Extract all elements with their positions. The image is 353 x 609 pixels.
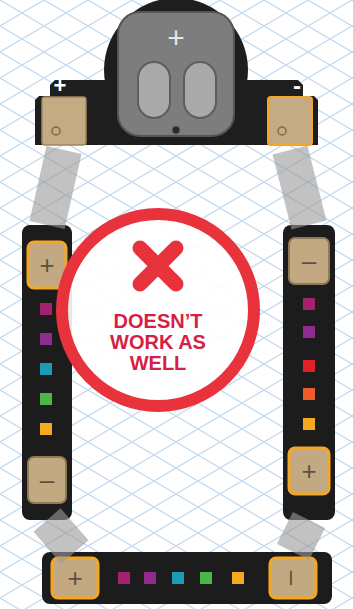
conductive-tape	[290, 150, 309, 225]
conductive-tape	[47, 520, 75, 552]
led-strip: +–	[42, 552, 332, 604]
led-strip: +–	[22, 225, 72, 520]
warning-circle	[62, 214, 254, 406]
conductive-tape	[293, 520, 309, 552]
battery-holder: + + -	[35, 0, 318, 150]
terminal-label: –	[276, 563, 310, 593]
warning-circle: DOESN’T WORK AS WELL	[62, 214, 254, 406]
terminal-label: +	[60, 563, 90, 593]
terminal-label: +	[294, 456, 324, 486]
led-strip-right	[283, 225, 335, 520]
terminal-label: –	[32, 465, 62, 495]
terminal-label: -	[284, 72, 310, 100]
led-strip: –+	[283, 225, 335, 520]
terminal-label: +	[47, 73, 73, 99]
led-strip-bottom	[42, 552, 332, 604]
conductive-tape	[47, 150, 64, 225]
warning-text: DOESN’T WORK AS WELL	[83, 302, 233, 382]
terminal-label: –	[294, 246, 324, 276]
battery-holder	[35, 0, 318, 145]
terminal-label: +	[161, 21, 191, 55]
terminal-label: +	[32, 250, 62, 280]
